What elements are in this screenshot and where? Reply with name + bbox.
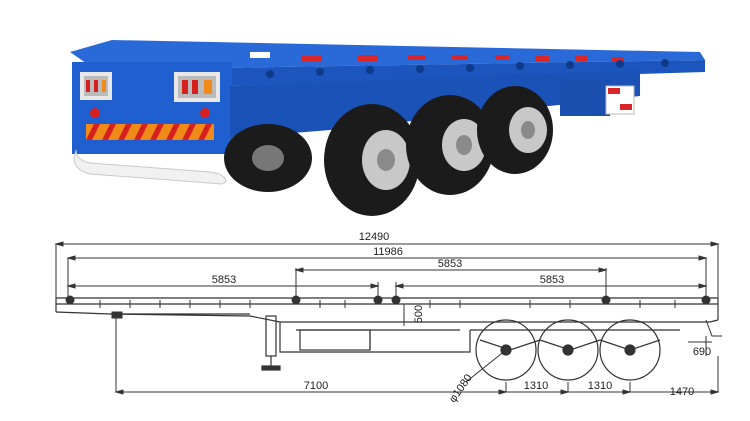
rear-bumper — [73, 149, 227, 185]
rear-lamp-left — [90, 108, 100, 118]
label-axle-spacing-2: 1310 — [588, 380, 612, 392]
label-axle-spacing-1: 1310 — [524, 380, 548, 392]
main-beam — [279, 322, 471, 353]
drawing-bumper — [705, 319, 722, 356]
side-reflectors — [250, 52, 624, 62]
tire-axle-2 — [406, 95, 494, 195]
deck-outline — [55, 297, 719, 323]
tire-rear-inner — [224, 124, 312, 192]
wheel-3 — [599, 319, 661, 381]
dim-twistlock-middle — [294, 267, 608, 298]
tire-axle-3 — [477, 86, 553, 174]
rear-lamp-right — [200, 108, 210, 118]
dim-bottom-chain — [114, 318, 720, 395]
label-twistlock-right: 5853 — [540, 274, 564, 286]
deck-side-beam — [96, 60, 705, 86]
label-bumper-height: 690 — [693, 346, 711, 358]
technical-drawing — [54, 241, 722, 395]
rear-light-right — [174, 72, 220, 102]
dim-overall-length — [54, 241, 720, 300]
deck-stake-pockets — [99, 300, 676, 308]
twistlock-markers — [65, 295, 711, 305]
dim-twistlock-right — [394, 282, 708, 298]
label-rear-overhang: 1470 — [670, 386, 694, 398]
label-deck-height: 500 — [413, 305, 425, 323]
dim-deck-length — [66, 255, 708, 298]
tire-axle-1 — [324, 104, 420, 216]
label-wheel-diameter: φ1080 — [447, 372, 475, 405]
trailer-photo — [70, 40, 705, 216]
rear-light-left — [80, 72, 112, 100]
label-deck-length: 11986 — [373, 246, 403, 258]
label-overall-length: 12490 — [359, 231, 390, 243]
frame-crossmember — [560, 80, 610, 116]
wheel-diameter-leader — [465, 349, 507, 383]
rear-hazard-stripe — [86, 124, 214, 140]
kingpin — [111, 311, 123, 319]
label-twistlock-left: 5853 — [212, 274, 236, 286]
wheel-2 — [537, 319, 599, 381]
side-hooks — [266, 59, 669, 78]
label-kingpin-to-axle: 7100 — [304, 380, 328, 392]
label-twistlock-middle: 5853 — [438, 258, 462, 270]
dim-twistlock-left — [66, 282, 380, 298]
landing-leg — [261, 315, 281, 371]
